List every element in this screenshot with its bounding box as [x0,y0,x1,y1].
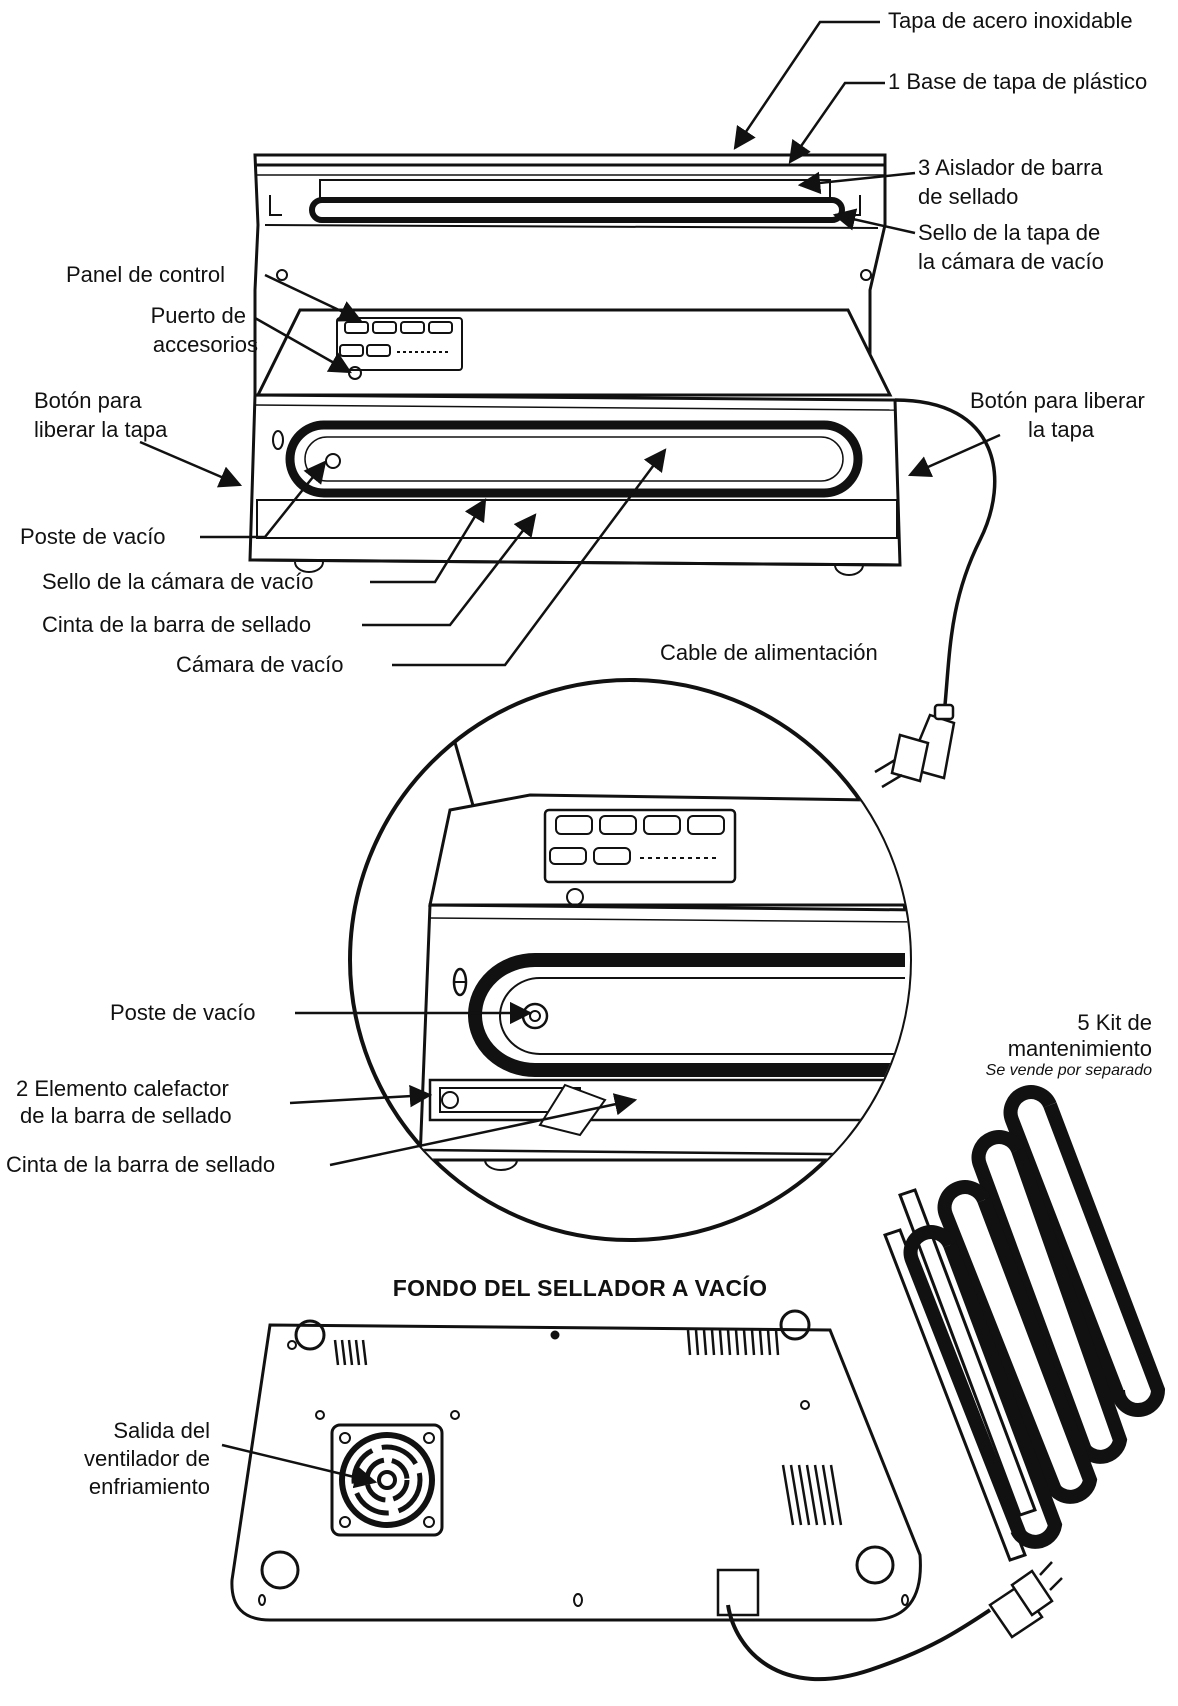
label-vacuum-post: Poste de vacío [20,524,166,549]
label-lid-release-right-line1: Botón para liberar [970,388,1145,413]
label-plastic-lid-base: 1 Base de tapa de plástico [888,69,1148,94]
label-zoom-vacuum-post: Poste de vacío [110,1000,256,1025]
label-stainless-lid: Tapa de acero inoxidable [888,8,1133,33]
zoom-detail [418,689,910,1171]
vent-slots-icon [333,1329,843,1526]
label-lid-chamber-seal-line2: la cámara de vacío [918,249,1104,274]
label-fan-outlet-line1: Salida del [113,1418,210,1443]
label-heating-element-line2: de la barra de sellado [20,1103,232,1128]
label-lid-release-right-line2: la tapa [1028,417,1095,442]
label-lid-release-left-line2: liberar la tapa [34,417,168,442]
label-vacuum-chamber: Cámara de vacío [176,652,344,677]
label-chamber-seal: Sello de la cámara de vacío [42,569,314,594]
bottom-view-title: FONDO DEL SELLADOR A VACÍO [392,1275,768,1301]
leader-lines [139,20,1001,1489]
label-fan-outlet-line2: ventilador de [84,1446,210,1471]
label-sold-separately: Se vende por separado [985,1062,1152,1079]
power-plug-icon [988,1561,1063,1639]
label-power-cord: Cable de alimentación [660,640,878,665]
label-seal-bar-insulator-line1: 3 Aislador de barra [918,155,1103,180]
label-seal-bar-insulator-line2: de sellado [918,184,1019,209]
label-seal-bar-tape: Cinta de la barra de sellado [42,612,312,637]
label-fan-outlet-line3: enfriamiento [88,1474,210,1499]
maintenance-kit [883,1085,1166,1562]
label-accessory-port-line1: Puerto de [150,303,246,328]
label-heating-element-line1: 2 Elemento calefactor [16,1076,229,1101]
sealer-bottom-view [230,1309,992,1682]
power-plug-icon [874,703,956,789]
label-maintenance-kit-line1: 5 Kit de [1077,1010,1152,1035]
label-lid-release-left-line1: Botón para [34,388,142,413]
label-lid-chamber-seal-line1: Sello de la tapa de [918,220,1101,245]
sealer-top-view [248,153,997,706]
label-maintenance-kit-line2: mantenimiento [1007,1036,1152,1061]
label-control-panel: Panel de control [66,262,225,287]
label-accessory-port-line2: accesorios [152,332,258,357]
label-zoom-seal-bar-tape: Cinta de la barra de sellado [6,1152,276,1177]
